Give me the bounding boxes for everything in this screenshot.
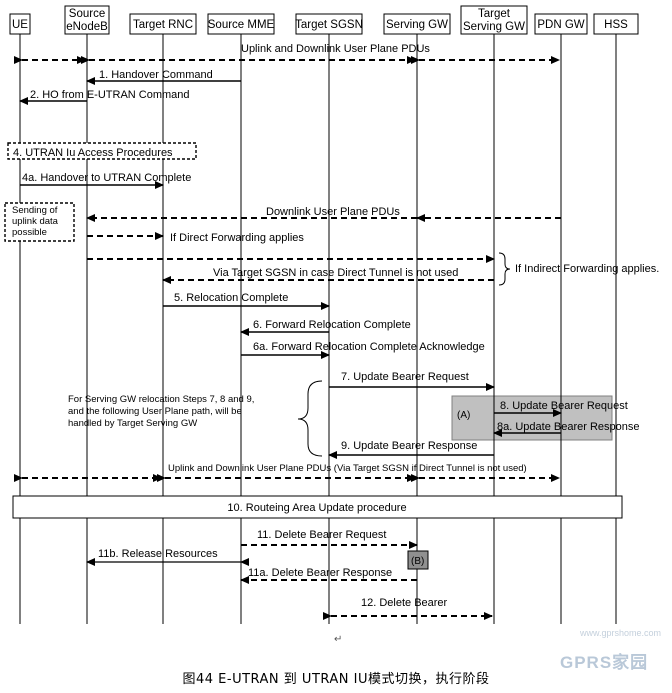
header-hss-label: HSS xyxy=(604,19,628,31)
note-serving-gw-relocation-line-1: For Serving GW relocation Steps 7, 8 and… xyxy=(68,394,254,405)
paragraph-mark: ↵ xyxy=(334,634,343,645)
note-indirect-forwarding: If Indirect Forwarding applies. xyxy=(515,263,659,275)
label-msg-2: 2. HO from E-UTRAN Command xyxy=(30,89,190,101)
header-target-rnc xyxy=(129,13,197,35)
label-msg-12: 12. Delete Bearer xyxy=(361,597,448,609)
label-uplink-downlink-bottom: Uplink and Downlink User Plane PDUs (Via… xyxy=(168,463,527,474)
box-sending-uplink-line-1: Sending of xyxy=(12,205,58,216)
label-msg-5: 5. Relocation Complete xyxy=(174,292,288,304)
marker-b-label: (B) xyxy=(411,556,424,567)
label-msg-6a: 6a. Forward Relocation Complete Acknowle… xyxy=(253,341,485,353)
box-sending-uplink-line-2: uplink data xyxy=(12,216,59,227)
label-msg-11b: 11b. Release Resources xyxy=(98,548,218,560)
label-msg-8: 8. Update Bearer Request xyxy=(500,400,628,412)
header-source-enodeb-label-2: eNodeB xyxy=(66,21,108,33)
header-pdn-gw-label: PDN GW xyxy=(537,19,584,31)
label-via-target-sgsn: Via Target SGSN in case Direct Tunnel is… xyxy=(213,267,458,279)
marker-a-label: (A) xyxy=(457,410,470,421)
header-source-mme xyxy=(207,13,275,35)
header-target-serving-gw-label-2: Serving GW xyxy=(463,21,525,33)
watermark-brand: GPRS家园 xyxy=(560,653,649,672)
header-source-enodeb-label-1: Source xyxy=(69,8,105,20)
header-target-serving-gw xyxy=(460,5,528,35)
header-target-sgsn-label: Target SGSN xyxy=(295,19,363,31)
label-msg-4a: 4a. Handover to UTRAN Complete xyxy=(22,172,191,184)
brace-indirect-forwarding xyxy=(498,252,511,286)
header-serving-gw xyxy=(383,13,451,35)
label-downlink-pdus: Downlink User Plane PDUs xyxy=(266,206,400,218)
header-pdn-gw xyxy=(534,13,588,35)
note-serving-gw-relocation-line-3: handled by Target Serving GW xyxy=(68,418,197,429)
box-routing-area-label: 10. Routeing Area Update procedure xyxy=(227,502,406,514)
label-msg-1: 1. Handover Command xyxy=(99,69,213,81)
header-target-rnc-label: Target RNC xyxy=(133,19,193,31)
header-hss xyxy=(593,13,639,35)
label-uplink-downlink-top: Uplink and Downlink User Plane PDUs xyxy=(241,43,430,55)
box-utran-iu xyxy=(7,142,197,160)
label-msg-6: 6. Forward Relocation Complete xyxy=(253,319,411,331)
label-msg-8a: 8a. Update Bearer Response xyxy=(497,421,639,433)
label-msg-7: 7. Update Bearer Request xyxy=(341,371,469,383)
label-msg-11a: 11a. Delete Bearer Response xyxy=(248,567,392,579)
header-target-sgsn xyxy=(295,13,363,35)
watermark-url: www.gprshome.com xyxy=(580,628,662,638)
marker-b-box xyxy=(407,550,429,570)
header-ue-label: UE xyxy=(12,19,28,31)
figure-caption: 图44 E-UTRAN 到 UTRAN IU模式切换，执行阶段 xyxy=(182,672,490,687)
box-sending-uplink xyxy=(4,202,75,242)
header-source-mme-label: Source MME xyxy=(208,19,275,31)
box-sending-uplink-line-3: possible xyxy=(12,227,47,238)
label-msg-11: 11. Delete Bearer Request xyxy=(257,529,386,541)
box-routing-area xyxy=(12,495,623,519)
label-direct-forwarding: If Direct Forwarding applies xyxy=(170,232,304,244)
note-serving-gw-relocation-line-2: and the following User Plane path, will … xyxy=(68,406,242,417)
header-serving-gw-label: Serving GW xyxy=(386,19,448,31)
header-ue xyxy=(9,13,31,35)
header-target-serving-gw-label-1: Target xyxy=(478,8,511,20)
box-utran-iu-label: 4. UTRAN Iu Access Procedures xyxy=(13,147,173,159)
header-source-enodeb xyxy=(64,5,110,35)
label-msg-9: 9. Update Bearer Response xyxy=(341,440,477,452)
brace-serving-gw-relocation xyxy=(297,380,323,457)
